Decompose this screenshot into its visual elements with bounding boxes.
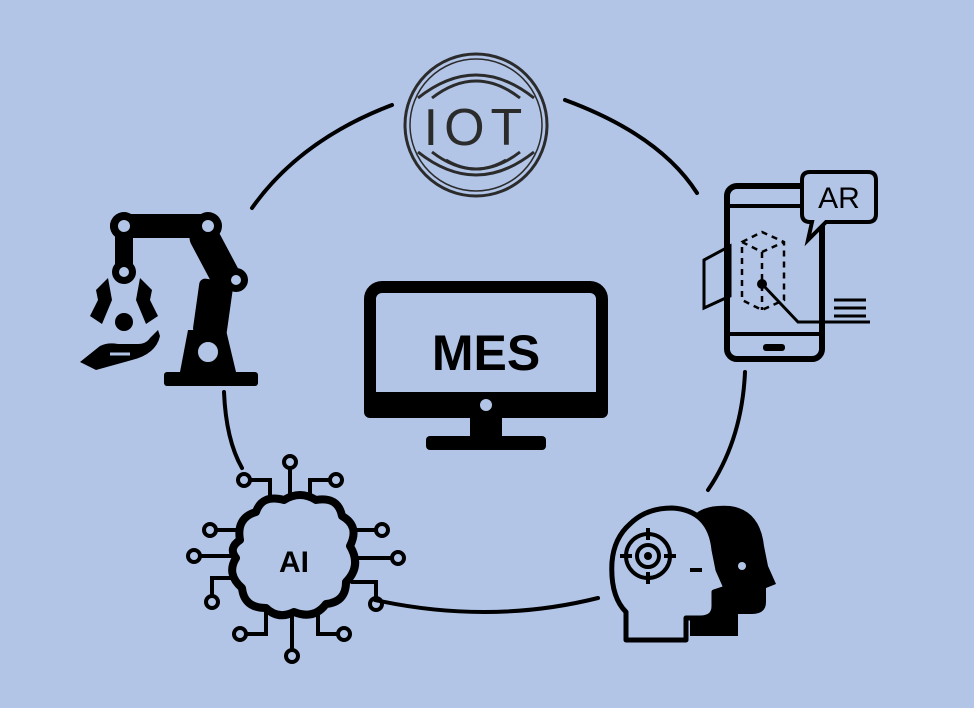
robotic-arm-icon <box>80 212 258 386</box>
ai-brain-circuit-icon <box>186 454 406 664</box>
connecting-ring <box>222 98 747 614</box>
ring-arc-right <box>706 370 747 492</box>
iot-emblem-icon <box>403 52 549 198</box>
ring-arc-left <box>222 390 244 470</box>
monitor-neck <box>470 418 502 438</box>
ai-label: AI <box>279 546 309 579</box>
ring-arc-bottom <box>373 596 600 614</box>
ar-node: AR <box>702 170 878 362</box>
ai-node: AI <box>186 454 406 664</box>
mes-label: MES <box>432 325 540 381</box>
ar-label: AR <box>818 182 860 215</box>
monitor-stand <box>426 436 546 450</box>
ar-smartphone-icon <box>702 170 878 362</box>
monitor-power-dot <box>480 399 492 411</box>
iot-node: IOT <box>403 52 549 198</box>
mes-monitor: MES <box>364 281 608 450</box>
human-node <box>609 505 776 643</box>
iot-label: IOT <box>424 99 529 157</box>
robot-node <box>80 212 258 386</box>
ring-arc-top-left <box>250 103 394 210</box>
human-heads-target-icon <box>609 505 776 643</box>
ring-arc-top-right <box>563 98 699 195</box>
